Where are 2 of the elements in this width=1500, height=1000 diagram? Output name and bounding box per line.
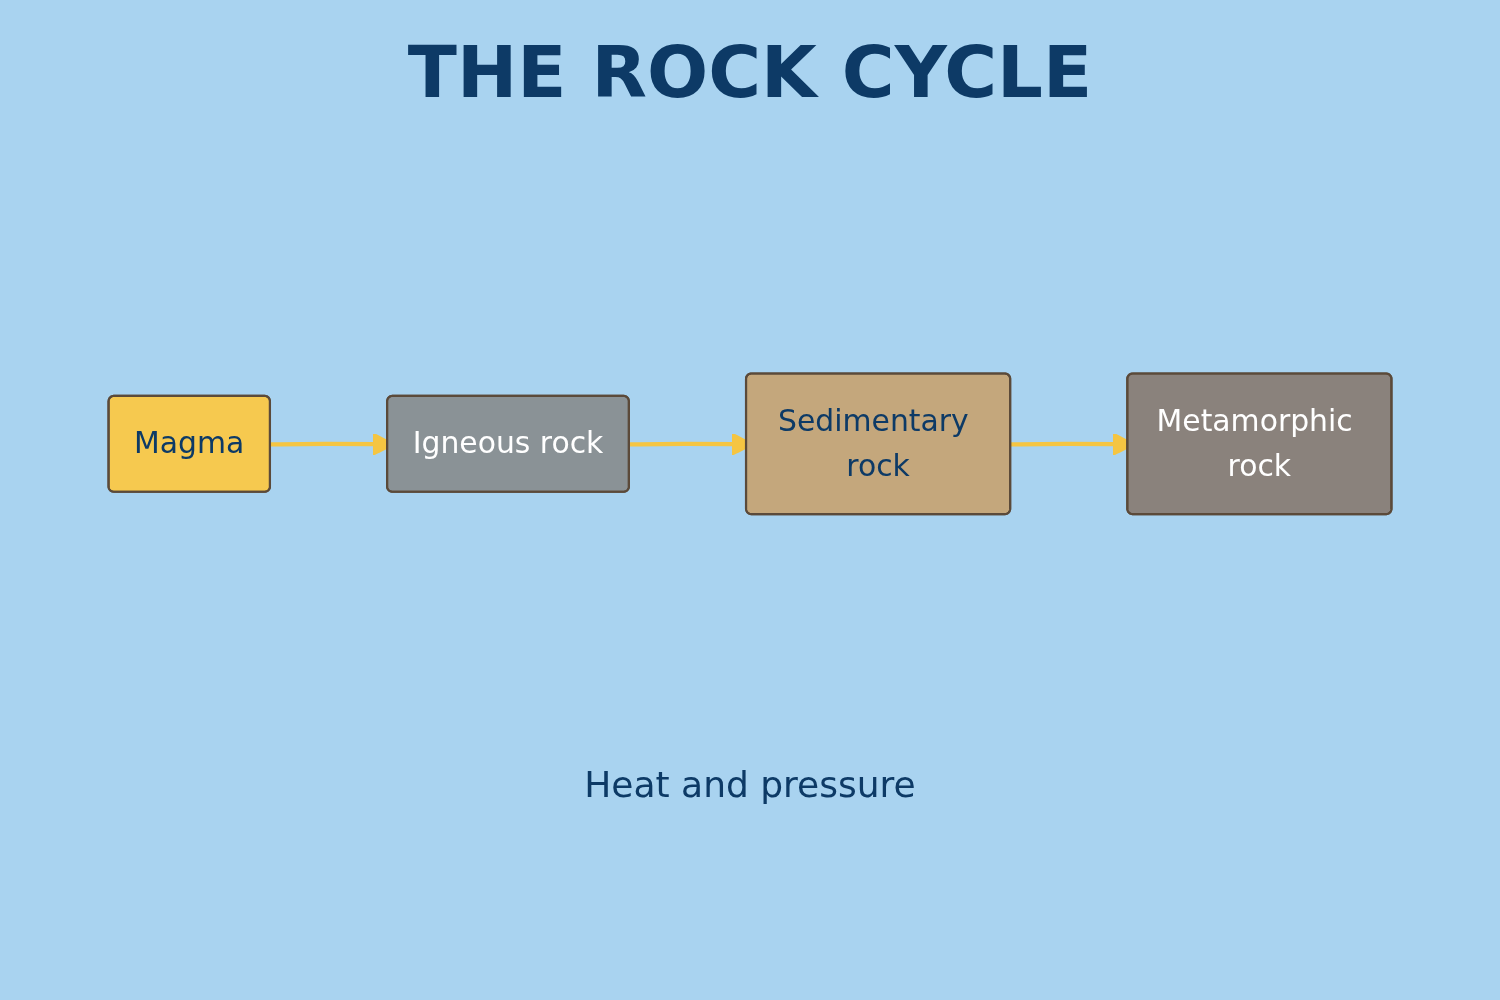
diagram-title: THE ROCK CYCLE xyxy=(406,30,1094,114)
note-text: Heat and pressure xyxy=(584,764,916,805)
